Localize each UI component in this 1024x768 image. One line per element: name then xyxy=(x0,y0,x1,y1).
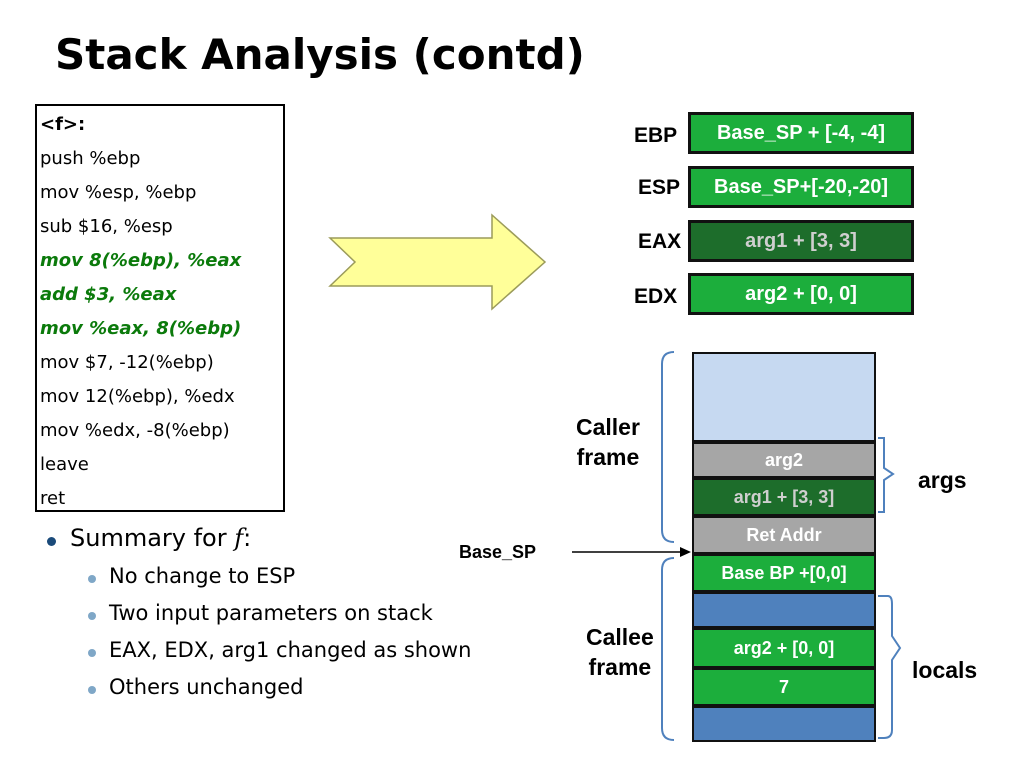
code-line: push %ebp xyxy=(40,148,141,169)
stack-caller-area xyxy=(692,352,876,442)
callee-frame-label-line: Callee xyxy=(586,624,654,650)
stack-cell-local-arg2: arg2 + [0, 0] xyxy=(692,628,876,668)
register-label-ebp: EBP xyxy=(634,124,678,147)
register-label-esp: ESP xyxy=(638,176,681,199)
caller-frame-label-line: Caller xyxy=(576,414,640,440)
stack-cell-empty xyxy=(692,592,876,628)
code-line: <f>: xyxy=(40,114,86,135)
summary-item: EAX, EDX, arg1 changed as shown xyxy=(109,638,472,662)
summary-heading-var: f xyxy=(234,524,244,552)
right-arrow-icon xyxy=(328,213,547,311)
code-line-highlighted: add $3, %eax xyxy=(40,284,177,305)
register-value-eax: arg1 + [3, 3] xyxy=(688,220,914,262)
caller-frame-label-line: frame xyxy=(576,444,640,470)
code-line-highlighted: mov 8(%ebp), %eax xyxy=(40,250,242,271)
sub-bullet-icon xyxy=(88,686,96,694)
register-value-edx: arg2 + [0, 0] xyxy=(688,273,914,315)
code-line-highlighted: mov %eax, 8(%ebp) xyxy=(40,318,242,339)
base-sp-pointer-head xyxy=(680,547,691,557)
locals-brace xyxy=(878,595,902,739)
stack-cell-arg2: arg2 xyxy=(692,442,876,478)
locals-label: locals xyxy=(912,657,978,683)
summary-heading-prefix: Summary for xyxy=(70,524,235,552)
summary-item: Others unchanged xyxy=(109,675,304,699)
code-line: leave xyxy=(40,454,89,475)
stack-cell-empty xyxy=(692,706,876,742)
callee-frame-brace xyxy=(661,557,675,741)
caller-frame-label: Caller frame xyxy=(576,412,640,472)
stack-cell-local-7: 7 xyxy=(692,668,876,706)
sub-bullet-icon xyxy=(88,649,96,657)
caller-frame-brace xyxy=(661,351,675,543)
page-title: Stack Analysis (contd) xyxy=(55,30,585,79)
register-value-ebp: Base_SP + [-4, -4] xyxy=(688,112,914,154)
bullet-icon xyxy=(47,537,56,546)
summary-item: Two input parameters on stack xyxy=(109,601,433,625)
summary-heading: Summary for f: xyxy=(70,524,251,552)
code-listing: <f>: push %ebp mov %esp, %ebp sub $16, %… xyxy=(35,104,285,512)
summary-heading-suffix: : xyxy=(243,524,252,552)
callee-frame-label-line: frame xyxy=(588,654,652,680)
sub-bullet-icon xyxy=(88,575,96,583)
register-label-edx: EDX xyxy=(634,285,678,308)
args-label: args xyxy=(918,467,967,493)
stack-cell-base-bp: Base BP +[0,0] xyxy=(692,554,876,592)
stack-cell-arg1: arg1 + [3, 3] xyxy=(692,478,876,516)
code-line: mov %edx, -8(%ebp) xyxy=(40,420,230,441)
code-line: ret xyxy=(40,488,66,509)
stack-cell-ret-addr: Ret Addr xyxy=(692,516,876,554)
summary-item: No change to ESP xyxy=(109,564,296,588)
args-brace xyxy=(878,437,895,513)
register-label-eax: EAX xyxy=(638,230,682,253)
code-line: mov 12(%ebp), %edx xyxy=(40,386,235,407)
sub-bullet-icon xyxy=(88,612,96,620)
register-value-esp: Base_SP+[-20,-20] xyxy=(688,166,914,208)
code-line: sub $16, %esp xyxy=(40,216,173,237)
base-sp-label: Base_SP xyxy=(459,542,537,562)
code-line: mov %esp, %ebp xyxy=(40,182,197,203)
callee-frame-label: Callee frame xyxy=(586,622,654,682)
code-line: mov $7, -12(%ebp) xyxy=(40,352,214,373)
